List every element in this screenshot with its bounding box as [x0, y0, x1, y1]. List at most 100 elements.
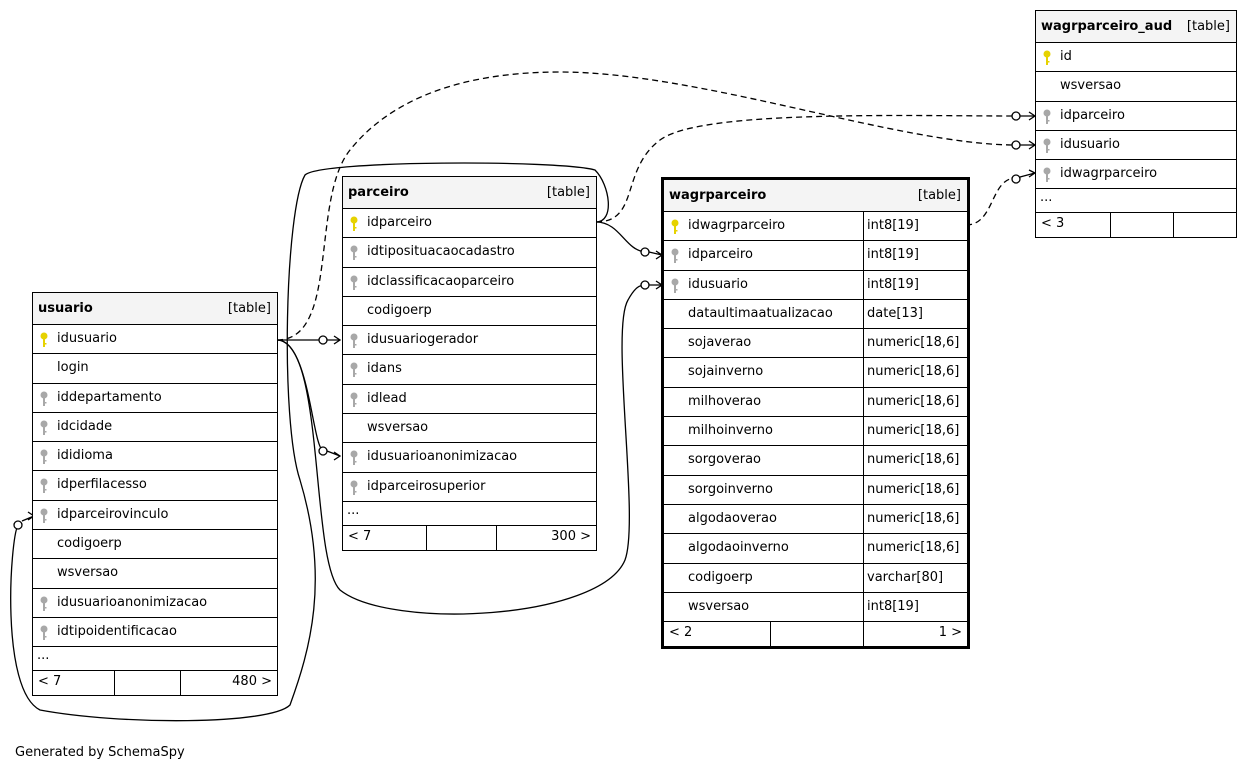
footer-children[interactable] — [1174, 213, 1236, 237]
footer-children[interactable]: 1 > — [938, 625, 962, 641]
column-type: numeric[18,6] — [863, 475, 967, 504]
column-row[interactable]: idwagrparceiro — [1036, 160, 1236, 190]
footer-parents[interactable]: < 3 — [1036, 213, 1111, 238]
column-row[interactable]: wsversao — [33, 559, 277, 589]
column-row[interactable]: idparceiro — [343, 209, 596, 239]
column-row[interactable]: idclassificacaoparceiro — [343, 268, 596, 297]
column-row[interactable]: dataultimaatualizacao date[13] — [664, 299, 967, 330]
column-type: numeric[18,6] — [863, 358, 967, 387]
footer-children[interactable]: 480 > — [232, 674, 272, 690]
column-row[interactable]: idusuarioanonimizacao — [343, 443, 596, 473]
column-row[interactable]: idperfilacesso — [33, 471, 277, 501]
column-row[interactable]: wsversao — [343, 414, 596, 444]
crowsfoot-marker — [1011, 169, 1037, 184]
footer-children[interactable]: 300 > — [551, 528, 591, 544]
foreign-key-icon — [670, 278, 680, 294]
column-row[interactable]: idparceirovinculo — [33, 501, 277, 531]
foreign-key-icon — [349, 362, 359, 378]
column-row[interactable]: idusuario — [33, 325, 277, 355]
crowsfoot-marker — [1011, 111, 1037, 121]
foreign-key-icon — [1042, 109, 1052, 125]
table-name: wagrparceiro — [669, 188, 767, 203]
column-type: numeric[18,6] — [863, 387, 967, 417]
column-type: int8[19] — [863, 212, 967, 241]
column-row[interactable]: wsversao — [1036, 72, 1236, 102]
primary-key-icon — [670, 219, 680, 235]
column-type: varchar[80] — [863, 563, 967, 592]
column-row[interactable]: idlead — [343, 385, 596, 415]
column-type: int8[19] — [863, 241, 967, 270]
column-name: sojaverao — [688, 335, 752, 351]
column-row[interactable]: iddepartamento — [33, 384, 277, 413]
footer-parents[interactable]: < 2 — [664, 622, 771, 647]
foreign-key-icon — [1042, 138, 1052, 154]
column-row[interactable]: idusuario — [1036, 131, 1236, 161]
column-name: milhoinverno — [688, 423, 773, 439]
crowsfoot-marker — [13, 511, 36, 530]
column-name: idusuariogerador — [367, 332, 479, 348]
column-row[interactable]: codigoerp — [33, 530, 277, 560]
column-name: codigoerp — [688, 569, 753, 585]
column-row[interactable]: codigoerp varchar[80] — [664, 563, 967, 593]
column-row[interactable]: idparceirosuperior — [343, 473, 596, 502]
column-name: idusuario — [688, 276, 748, 292]
column-row[interactable]: codigoerp — [343, 297, 596, 327]
foreign-key-icon — [349, 480, 359, 496]
footer-middle — [771, 622, 864, 647]
more-columns: ... — [343, 502, 596, 526]
column-type: numeric[18,6] — [863, 534, 967, 563]
table-type: [table] — [546, 185, 590, 200]
column-row[interactable]: sojaverao numeric[18,6] — [664, 329, 967, 359]
column-type: date[13] — [863, 299, 967, 329]
column-row[interactable]: idparceiro — [1036, 102, 1236, 131]
column-row[interactable]: idusuarioanonimizacao — [33, 589, 277, 618]
column-name: codigoerp — [367, 302, 432, 318]
edge-usuario-parceiro-idusuarioanonimizacao — [276, 339, 325, 452]
column-name: idparceirosuperior — [367, 478, 486, 494]
column-row[interactable]: idcidade — [33, 413, 277, 443]
column-name: wsversao — [57, 565, 119, 581]
column-row[interactable]: idtiposituacaocadastro — [343, 238, 596, 268]
footer-parents[interactable]: < 7 — [33, 671, 115, 696]
footer-parents[interactable]: < 7 — [343, 525, 427, 550]
primary-key-icon — [1042, 50, 1052, 66]
column-type: numeric[18,6] — [863, 329, 967, 358]
crowsfoot-marker — [318, 335, 342, 345]
column-name: dataultimaatualizacao — [688, 305, 833, 321]
column-row[interactable]: id — [1036, 43, 1236, 73]
column-row[interactable]: ididioma — [33, 442, 277, 472]
footer-middle — [115, 671, 181, 696]
column-name: wsversao — [1060, 78, 1122, 94]
table-name: wagrparceiro_aud — [1041, 19, 1173, 34]
crowsfoot-marker — [318, 446, 342, 461]
column-name: idparceiro — [1060, 107, 1125, 123]
column-name: algodaoverao — [688, 510, 777, 526]
edge-parceiro-wagrparceiro-idparceiro — [595, 221, 646, 253]
column-row[interactable]: idtipoidentificacao — [33, 618, 277, 648]
column-row[interactable]: login — [33, 354, 277, 384]
edge-usuario-wagrparceiro-aud-idusuario — [276, 71, 1017, 341]
more-columns: ... — [1036, 189, 1236, 214]
foreign-key-icon — [349, 392, 359, 408]
column-name: codigoerp — [57, 536, 122, 552]
foreign-key-icon — [39, 625, 49, 641]
column-name: idclassificacaoparceiro — [367, 273, 515, 289]
column-row[interactable]: idans — [343, 355, 596, 385]
foreign-key-icon — [39, 508, 49, 524]
column-row[interactable]: idusuariogerador — [343, 326, 596, 356]
